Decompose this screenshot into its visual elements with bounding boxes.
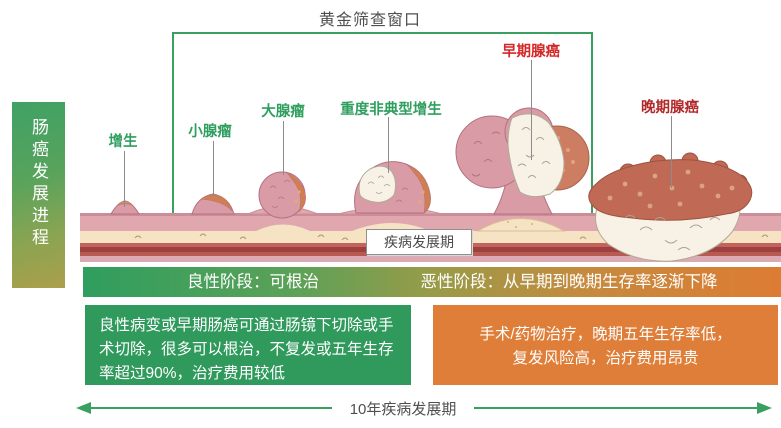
- leader-line-large-adenoma: [283, 121, 284, 175]
- timeline-line-left: [91, 407, 332, 409]
- leader-line-late-adenocarcinoma: [671, 116, 672, 188]
- leader-line-severe-dysplasia: [388, 117, 389, 173]
- polyp-small-adenoma: [191, 193, 235, 215]
- stage-label-large-adenoma: 大腺瘤: [261, 104, 305, 120]
- stage-label-small-adenoma: 小腺瘤: [188, 124, 232, 140]
- mass-late-adenocarcinoma: [588, 152, 753, 262]
- stage-label-late-adenocarcinoma: 晚期腺癌: [641, 100, 699, 116]
- process-side-bar: 肠癌发展进程: [12, 102, 65, 288]
- arrow-left-icon: [76, 402, 91, 414]
- polyp-severe-dysplasia: [337, 161, 443, 231]
- malignant-phase-label: 恶性阶段：从早期到晚期生存率逐渐下降: [420, 273, 718, 291]
- leader-line-early-adenocarcinoma: [531, 60, 532, 160]
- disease-period-tag: 疾病发展期: [366, 229, 472, 255]
- polyp-hyperplasia: [110, 200, 140, 215]
- benign-info-box: 良性病变或早期肠癌可通过肠镜下切除或手术切除，很多可以根治，不复发或五年生存率超…: [85, 305, 411, 385]
- stage-label-early-adenocarcinoma: 早期腺癌: [502, 44, 560, 60]
- leader-line-hyperplasia: [124, 151, 125, 207]
- phase-gradient-bar: 良性阶段：可根治 恶性阶段：从早期到晚期生存率逐渐下降: [83, 267, 781, 297]
- polyp-early-adenocarcinoma: [455, 107, 590, 232]
- golden-screening-window-bracket: [172, 32, 593, 240]
- leader-line-small-adenoma: [213, 141, 214, 196]
- timeline-label: 10年疾病发展期: [349, 400, 457, 418]
- stage-label-hyperplasia: 增生: [108, 134, 138, 150]
- benign-phase-label: 良性阶段：可根治: [187, 273, 319, 291]
- stage-label-severe-dysplasia: 重度非典型增生: [340, 102, 442, 118]
- polyp-large-adenoma: [247, 171, 319, 231]
- arrow-right-icon: [757, 402, 772, 414]
- process-side-bar-label: 肠癌发展进程: [29, 118, 48, 250]
- golden-screening-window-title: 黄金筛查窗口: [318, 12, 421, 29]
- malignant-info-box: 手术/药物治疗，晚期五年生存率低，复发风险高，治疗费用昂贵: [433, 305, 778, 385]
- timeline-line-right: [474, 407, 757, 409]
- timeline-arrow: 10年疾病发展期: [76, 397, 772, 419]
